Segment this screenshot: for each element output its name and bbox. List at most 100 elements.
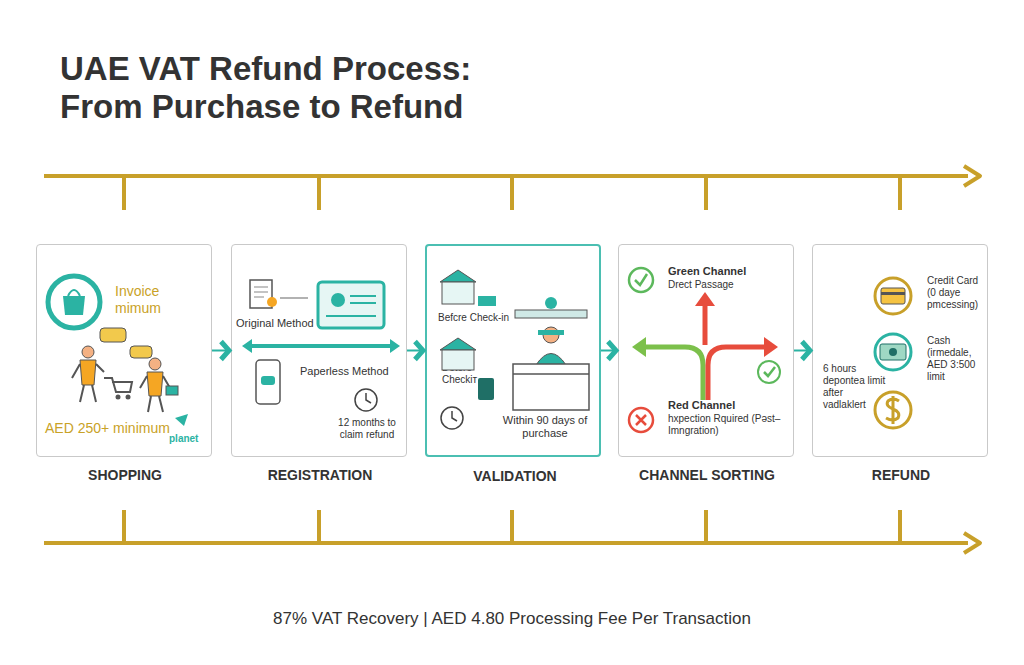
bag-icon [63,296,85,315]
card-icon-ring [875,278,911,314]
refund-method: Credit Card [927,275,987,287]
channel-heading: Green Channel [668,265,783,278]
building-roof [440,270,476,282]
green-route [640,347,703,400]
timeline-line [44,174,968,178]
green-check [758,361,780,383]
timeline-tick [510,176,514,210]
cash-icon-ring [875,334,911,370]
person-head [82,346,94,358]
green-check [629,268,653,292]
process-box: CHANNEL SORTINGGreen ChannelDrect Passag… [618,244,794,457]
chevron-head [415,342,423,360]
building-icon [442,350,474,370]
method-label: Original Method [236,317,328,330]
process-box: VALIDATIONBefcre Check-inDetere CheckiтW… [425,244,601,457]
timeline-tick [122,176,126,210]
person-limbs [72,364,104,402]
chevron-head [802,342,810,360]
check-mark [764,367,775,376]
timeline-tick [122,510,126,543]
speech-bubble [100,328,126,342]
card-stripe [881,292,905,295]
timeline-tick [317,176,321,210]
tablet-lines [326,296,376,316]
clock-icon [441,407,463,429]
channel-note: Drect Passage [668,279,783,291]
shopping-bag [166,386,178,395]
flow-connector [794,342,812,360]
process-box: REFUNDCredit Card(0 daye pmcessing)Cash(… [812,244,988,457]
flow-connector [601,342,618,360]
cash-icon [880,344,906,360]
stage-label: SHOPPING [37,467,213,484]
cash-coin [889,348,897,356]
green-arrow-head [632,337,646,357]
chevron-head [608,342,616,360]
person-body [147,372,163,396]
brand-logo: planet [169,433,209,445]
checkin-label: Detere Checkiт [442,362,490,386]
planet-logo [175,414,188,426]
timeline-tick [510,510,514,543]
chevron-head [221,342,229,360]
stage-label: VALIDATION [427,468,603,485]
passport-icon [478,378,494,400]
timeline-line [44,541,968,545]
person-limbs [140,376,170,412]
airport-gate [478,296,496,306]
transfer-line [280,297,308,299]
clock-hands [366,393,371,403]
red-arrow-head [764,337,778,357]
timeline-tick [898,176,902,210]
speech-bubble [130,346,152,358]
document-lines [254,287,268,297]
booth-counter [513,364,589,410]
timeline-tick [704,510,708,543]
booth-roof [515,310,587,318]
cart-icon [104,378,132,392]
building-icon [442,282,474,304]
timeline-tick [704,176,708,210]
method-label: Paperless Method [300,365,400,378]
timeline-tick [898,510,902,543]
deadline-note: 12 months to claim refund [330,417,404,441]
refund-method: Cash [927,335,987,347]
method-double-arrow [246,344,396,348]
connector-line [212,350,231,352]
connector-line [794,350,812,352]
person-head [149,358,161,370]
cross-mark [636,415,646,425]
diagram-title: UAE VAT Refund Process: From Purchase to… [60,50,500,126]
clock-icon [355,389,377,411]
deadline-note: Within 90 days of purchase [501,414,589,440]
officer-head [543,327,559,343]
refund-note: (0 daye pmcessing) [927,287,987,311]
red-route [703,300,708,345]
invoice-note: Invoice mimum [115,283,177,317]
checkin-label: Befcre Check-in [438,312,520,324]
timeline-head [964,166,980,186]
tablet-icon [318,282,384,328]
timeline-tick [317,510,321,543]
channel-note: hxpection Rquired (Pəst–Imngration) [668,413,783,437]
building-roof [440,338,476,350]
stage-label: REGISTRATION [232,467,408,484]
stage-label: REFUND [813,467,989,484]
officer-cap [538,330,564,335]
arrow-head [242,339,252,353]
dollar-symbol [886,396,899,424]
phone-bubble [261,376,275,385]
red-cross [629,408,653,432]
clock-hands [452,411,457,421]
counter-line [513,373,589,375]
officer-body [536,354,566,366]
connector-line [407,350,425,352]
check-mark [635,274,647,285]
refund-note: 6 hours depontea limit after vadlaklert [823,363,887,411]
card-icon [881,288,905,304]
process-box: SHOPPINGInvoice mimumAED 250+ minimumpla… [36,244,212,457]
booth-lamp [545,297,557,309]
flow-connector [407,342,425,360]
